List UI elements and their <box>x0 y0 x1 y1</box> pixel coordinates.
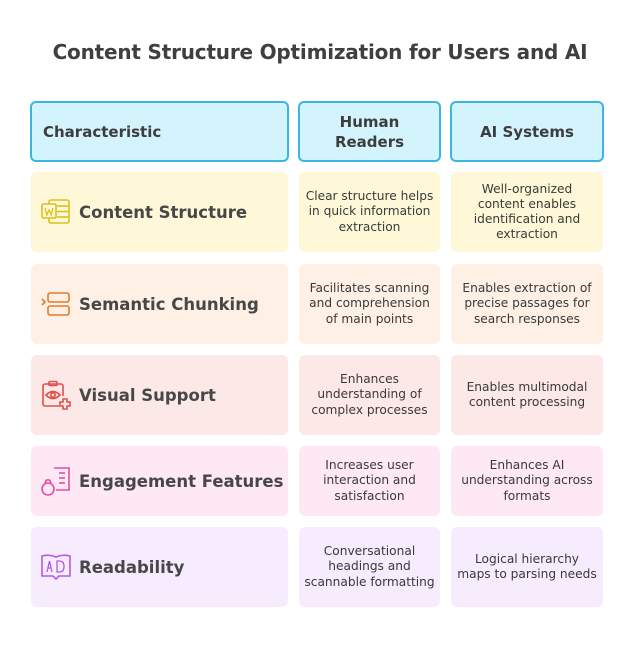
row-engagement-features-characteristic: Engagement Features <box>31 446 288 516</box>
human-readers-text: Enhances understanding of complex proces… <box>311 372 428 417</box>
human-readers-text: Facilitates scanning and comprehension o… <box>309 281 430 326</box>
row-label: Content Structure <box>79 202 248 222</box>
clipboard-eye-plus-icon <box>39 378 73 412</box>
ai-systems-text: Enhances AI understanding across formats <box>461 458 593 503</box>
human-readers-text: Conversational headings and scannable fo… <box>304 544 435 589</box>
row-engagement-features-ai: Enhances AI understanding across formats <box>451 446 603 516</box>
header-ai-systems: AI Systems <box>450 101 604 162</box>
row-engagement-features-human: Increases user interaction and satisfact… <box>299 446 440 516</box>
ai-systems-text: Logical hierarchy maps to parsing needs <box>457 551 597 581</box>
row-label: Readability <box>79 557 185 577</box>
row-content-structure-characteristic: Content Structure <box>31 172 288 252</box>
chunk-blocks-icon <box>39 287 73 321</box>
row-visual-support-human: Enhances understanding of complex proces… <box>299 355 440 435</box>
row-label: Semantic Chunking <box>79 294 259 314</box>
row-visual-support-characteristic: Visual Support <box>31 355 288 435</box>
row-readability-human: Conversational headings and scannable fo… <box>299 527 440 607</box>
open-book-ad-icon <box>39 550 73 584</box>
word-document-icon <box>39 195 73 229</box>
header-ai-systems-label: AI Systems <box>480 122 574 141</box>
row-readability-characteristic: Readability <box>31 527 288 607</box>
header-characteristic: Characteristic <box>30 101 289 162</box>
row-semantic-chunking-characteristic: Semantic Chunking <box>31 264 288 344</box>
human-readers-text: Clear structure helps in quick informati… <box>305 189 434 234</box>
ai-systems-text: Enables extraction of precise passages f… <box>462 281 592 326</box>
row-semantic-chunking-ai: Enables extraction of precise passages f… <box>451 264 603 344</box>
row-semantic-chunking-human: Facilitates scanning and comprehension o… <box>299 264 440 344</box>
header-human-readers-label: Human Readers <box>334 112 405 151</box>
row-content-structure-ai: Well-organized content enables identific… <box>451 172 603 252</box>
row-label: Engagement Features <box>79 471 284 491</box>
header-human-readers: Human Readers <box>298 101 441 162</box>
row-visual-support-ai: Enables multimodal content processing <box>451 355 603 435</box>
page-title: Content Structure Optimization for Users… <box>52 40 588 64</box>
row-content-structure-human: Clear structure helps in quick informati… <box>299 172 440 252</box>
row-label: Visual Support <box>79 385 216 405</box>
ring-document-icon <box>39 464 73 498</box>
human-readers-text: Increases user interaction and satisfact… <box>323 458 416 503</box>
ai-systems-text: Well-organized content enables identific… <box>473 181 581 242</box>
ai-systems-text: Enables multimodal content processing <box>466 379 588 409</box>
header-characteristic-label: Characteristic <box>43 122 162 141</box>
row-readability-ai: Logical hierarchy maps to parsing needs <box>451 527 603 607</box>
